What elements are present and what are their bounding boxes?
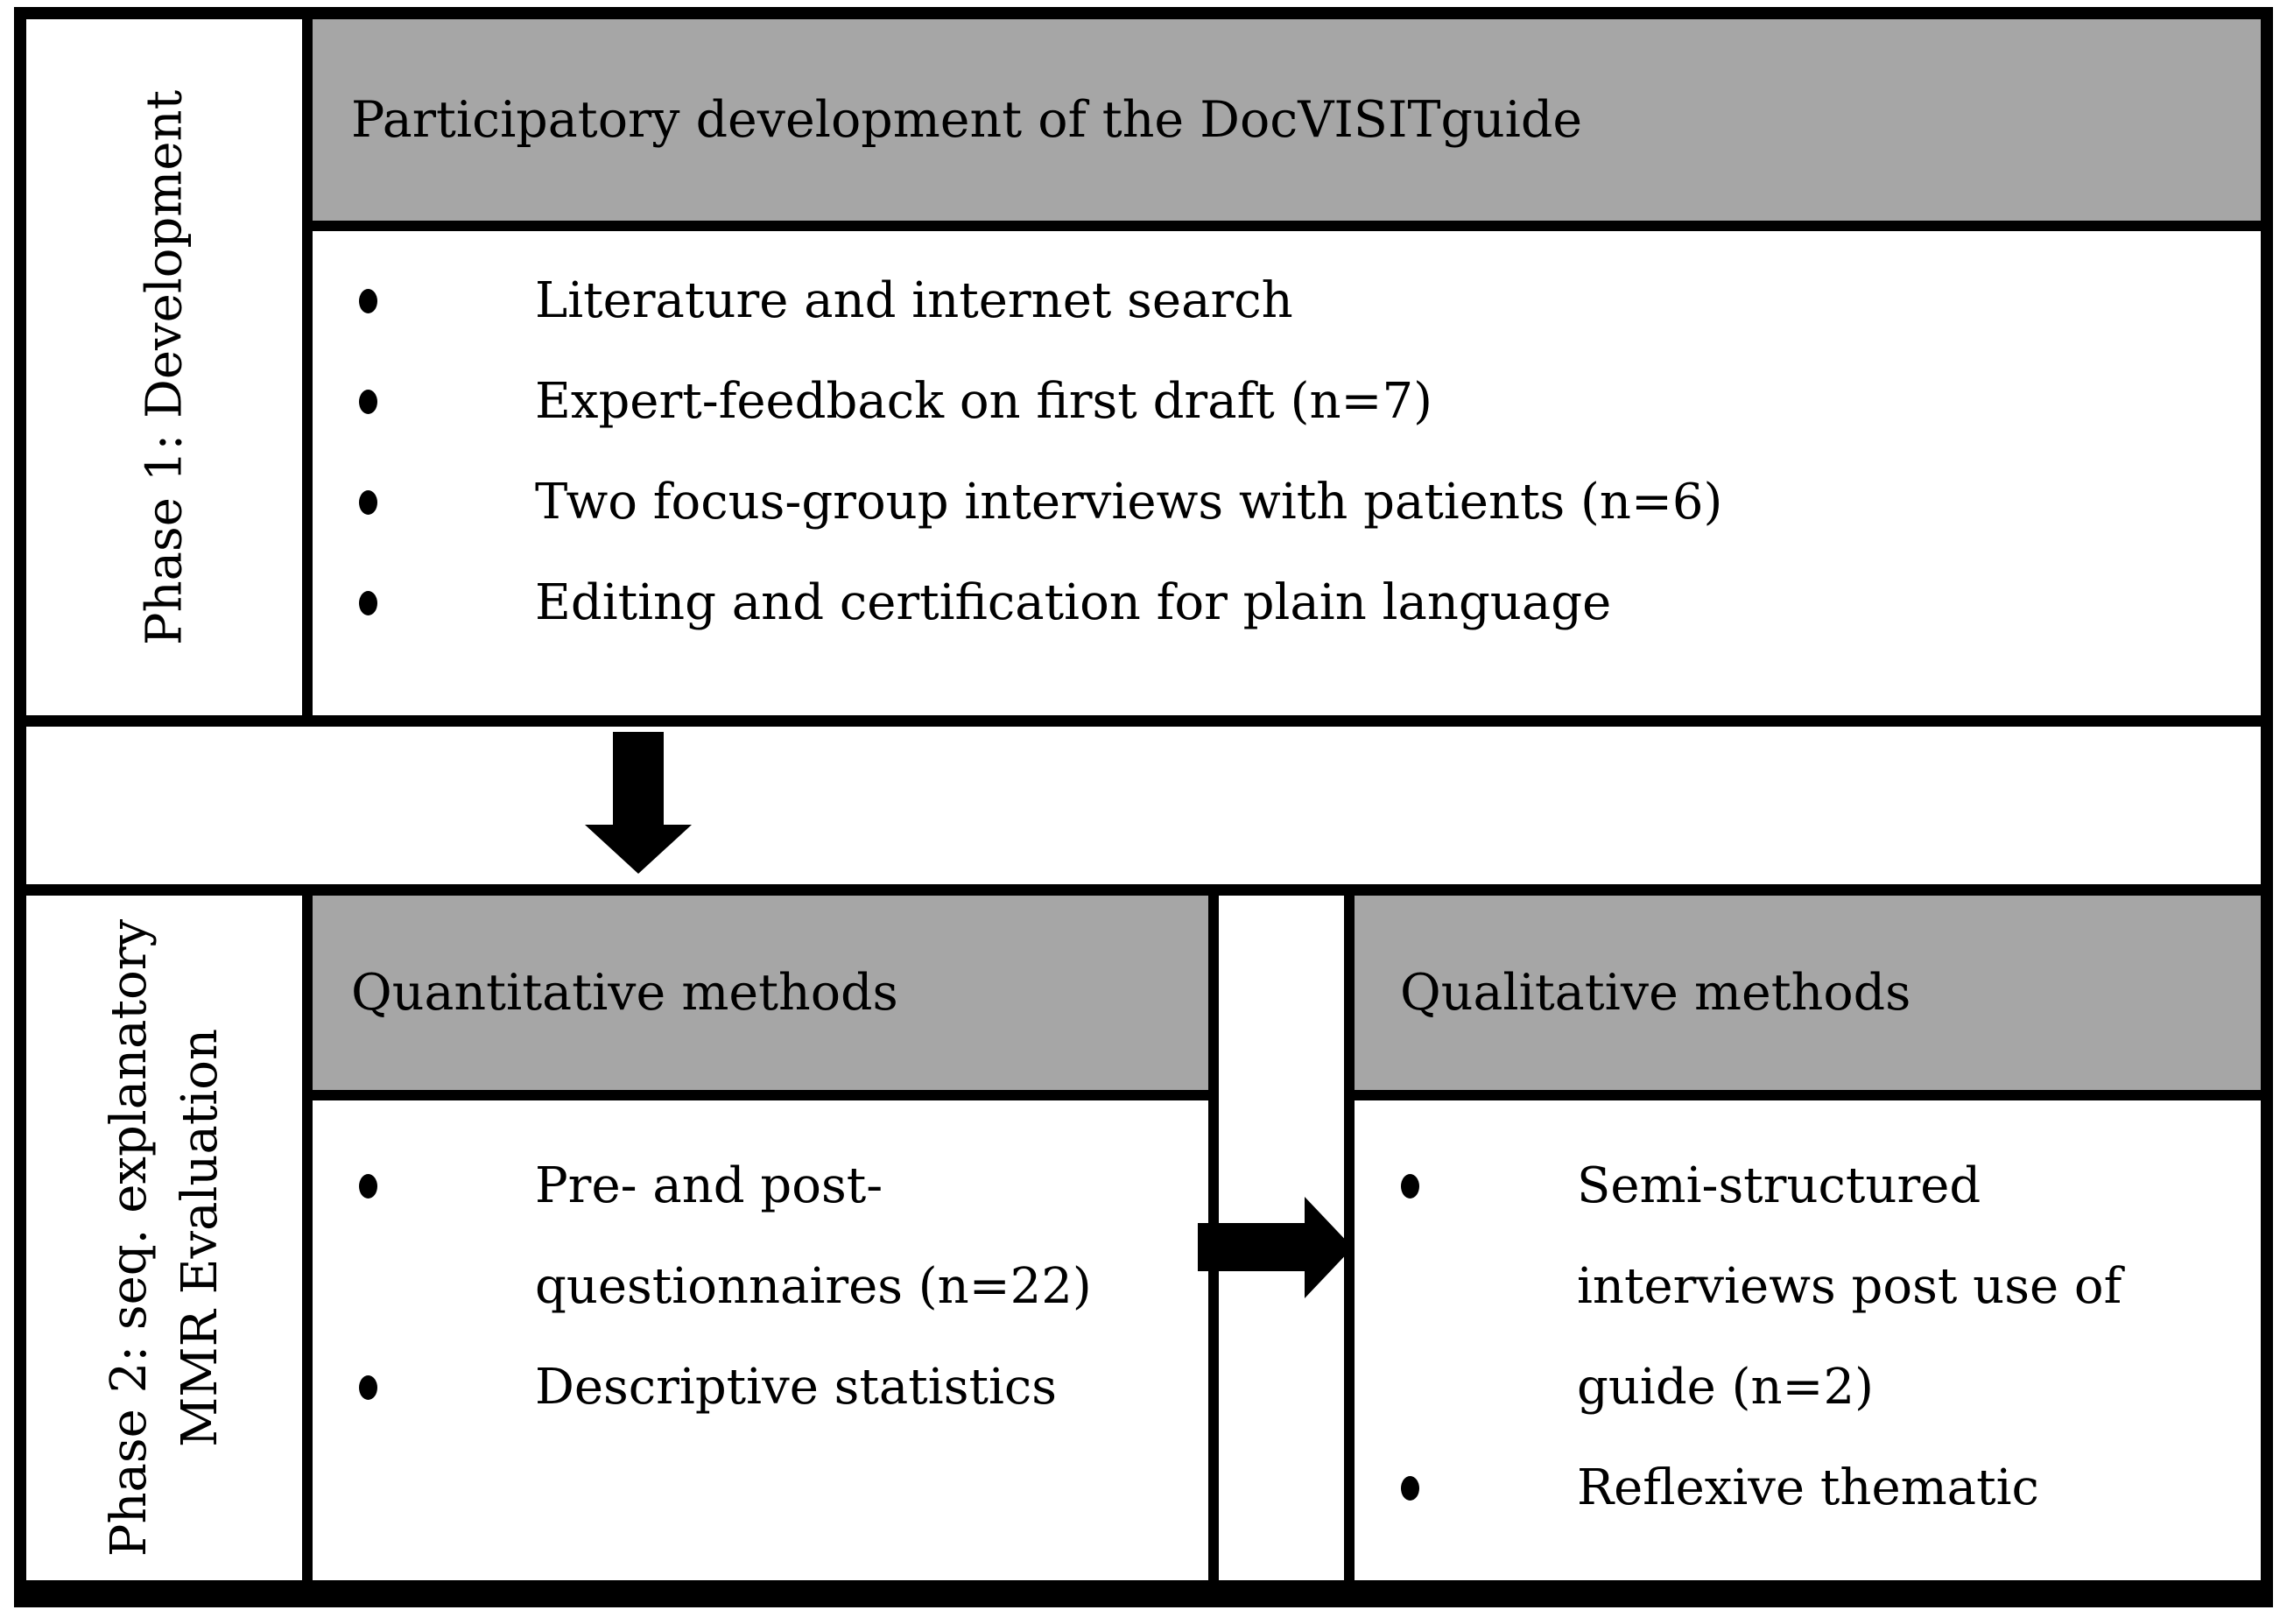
phase1-sidebar-label: Phase 1: Development xyxy=(135,89,193,645)
bullet-text: Pre- and post- xyxy=(535,1157,883,1214)
phase2-sidebar: Phase 2: seq. explanatory MMR Evaluation xyxy=(26,896,302,1580)
bullet-icon xyxy=(1401,1174,1419,1199)
list-item: Two focus-group interviews with patients… xyxy=(313,452,2261,552)
bullet-text: guide (n=2) xyxy=(1577,1359,1874,1416)
phase1-header-title: Participatory development of the DocVISI… xyxy=(351,91,1583,149)
qualitative-bullet-list: Semi-structured interviews post use of g… xyxy=(1355,1100,2261,1580)
list-item: Pre- and post- questionnaires (n=22) xyxy=(313,1135,1208,1337)
list-item: Descriptive statistics xyxy=(313,1337,1208,1438)
right-arrow-icon xyxy=(1198,1197,1353,1298)
bullet-text: Editing and certification for plain lang… xyxy=(535,574,1612,631)
phase2-sidebar-label-line2: MMR Evaluation xyxy=(171,1028,229,1448)
qualitative-header-divider xyxy=(1355,1090,2261,1100)
phase1-vertical-divider xyxy=(302,19,313,715)
bullet-icon xyxy=(1401,1476,1419,1501)
list-item: Semi-structured interviews post use of g… xyxy=(1355,1135,2261,1438)
bullet-text: Expert-feedback on first draft (n=7) xyxy=(535,373,1432,430)
list-item: Reflexive thematic xyxy=(1355,1438,2261,1538)
bullet-text: Semi-structured xyxy=(1577,1157,1981,1214)
quantitative-header-box: Quantitative methods xyxy=(313,896,1208,1090)
bullet-text: Descriptive statistics xyxy=(535,1359,1057,1416)
phase1-header-divider xyxy=(313,221,2261,231)
phase1-bullet-list: Literature and internet search Expert-fe… xyxy=(313,231,2261,715)
phase1-bottom-border xyxy=(26,715,2261,727)
bullet-text: Two focus-group interviews with patients… xyxy=(535,474,1723,531)
bullet-text: Reflexive thematic xyxy=(1577,1459,2039,1516)
list-item: Editing and certification for plain lang… xyxy=(313,552,2261,653)
phase2-sidebar-label-line1: Phase 2: seq. explanatory xyxy=(100,918,158,1557)
bullet-icon xyxy=(359,1174,377,1199)
phase1-sidebar: Phase 1: Development xyxy=(26,19,302,715)
bullet-text: Literature and internet search xyxy=(535,272,1293,329)
quantitative-bullet-list: Pre- and post- questionnaires (n=22) Des… xyxy=(313,1100,1208,1580)
down-arrow-icon xyxy=(585,732,692,874)
bullet-icon xyxy=(359,390,377,414)
bullet-text: interviews post use of xyxy=(1577,1258,2122,1315)
bullet-text: questionnaires (n=22) xyxy=(535,1258,1092,1315)
bullet-icon xyxy=(359,1375,377,1400)
qualitative-header-title: Qualitative methods xyxy=(1400,964,1911,1022)
qualitative-header-box: Qualitative methods xyxy=(1355,896,2261,1090)
down-arrow-shaft xyxy=(613,732,664,825)
list-item: Literature and internet search xyxy=(313,250,2261,351)
quantitative-header-title: Quantitative methods xyxy=(351,964,898,1022)
bullet-icon xyxy=(359,490,377,515)
phase2-top-border xyxy=(26,884,2261,896)
list-item: Expert-feedback on first draft (n=7) xyxy=(313,351,2261,452)
right-arrow-head xyxy=(1305,1197,1353,1298)
phase2-bottom-border xyxy=(26,1580,2261,1595)
phase1-header-box: Participatory development of the DocVISI… xyxy=(313,19,2261,221)
phase2-vertical-divider xyxy=(302,896,313,1580)
phase2-sidebar-label: Phase 2: seq. explanatory MMR Evaluation xyxy=(93,919,235,1557)
bullet-icon xyxy=(359,289,377,313)
quantitative-header-divider xyxy=(313,1090,1208,1100)
outer-border xyxy=(14,7,2273,1607)
down-arrow-head xyxy=(585,825,692,874)
right-arrow-shaft xyxy=(1198,1223,1305,1271)
bullet-icon xyxy=(359,591,377,615)
